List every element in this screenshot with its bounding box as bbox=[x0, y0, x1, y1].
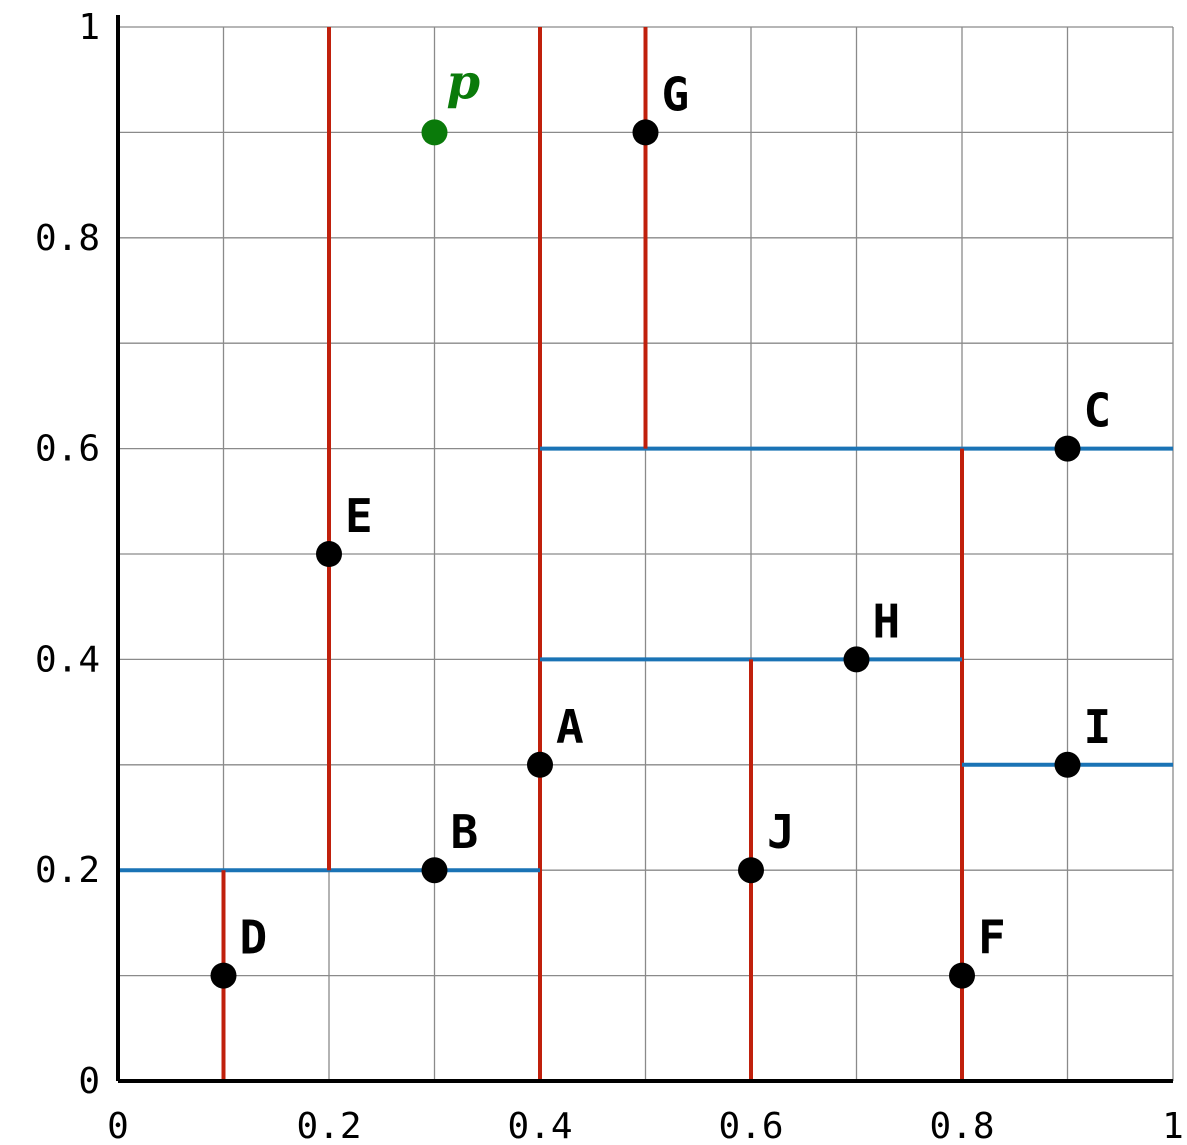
data-points: A B C D E F G H I J bbox=[210, 67, 1112, 989]
point-label: J bbox=[767, 805, 795, 859]
data-point bbox=[843, 646, 870, 673]
x-tick-label: 0.8 bbox=[929, 1106, 994, 1145]
point-label: F bbox=[978, 911, 1006, 965]
point-label: C bbox=[1084, 384, 1112, 438]
point-label: H bbox=[873, 594, 901, 648]
x-tick-label: 0 bbox=[107, 1106, 129, 1145]
data-point bbox=[210, 962, 237, 989]
y-tick-label: 1 bbox=[78, 7, 100, 48]
data-point bbox=[316, 541, 342, 567]
data-point bbox=[949, 962, 975, 989]
data-point bbox=[421, 857, 448, 884]
point-label: E bbox=[345, 489, 373, 543]
x-tick-label: 1 bbox=[1162, 1106, 1184, 1145]
data-point bbox=[632, 119, 659, 146]
x-tick-label: 0.4 bbox=[507, 1106, 572, 1145]
y-tick-label: 0 bbox=[78, 1061, 100, 1102]
y-tick-label: 0.4 bbox=[35, 639, 100, 680]
data-point bbox=[738, 857, 764, 884]
point-label: D bbox=[240, 911, 268, 965]
y-tick-label: 0.2 bbox=[35, 850, 100, 891]
data-point bbox=[1054, 751, 1081, 778]
point-label: A bbox=[556, 700, 584, 754]
query-point: p bbox=[421, 54, 481, 146]
x-tick-label: 0.6 bbox=[718, 1106, 783, 1145]
y-tick-label: 0.6 bbox=[35, 429, 100, 470]
query-point-marker bbox=[421, 119, 448, 146]
y-tick-label: 0.8 bbox=[35, 218, 100, 259]
axes bbox=[116, 15, 1173, 1083]
point-label: I bbox=[1084, 700, 1112, 754]
point-label: G bbox=[662, 67, 690, 121]
query-point-label: p bbox=[447, 54, 481, 110]
point-label: B bbox=[451, 805, 479, 859]
x-tick-label: 0.2 bbox=[296, 1106, 361, 1145]
tick-labels: 0 0.2 0.4 0.6 0.8 1 0 0.2 0.4 0.6 0.8 1 bbox=[35, 7, 1184, 1145]
data-point bbox=[1054, 435, 1081, 462]
data-point bbox=[527, 751, 553, 778]
